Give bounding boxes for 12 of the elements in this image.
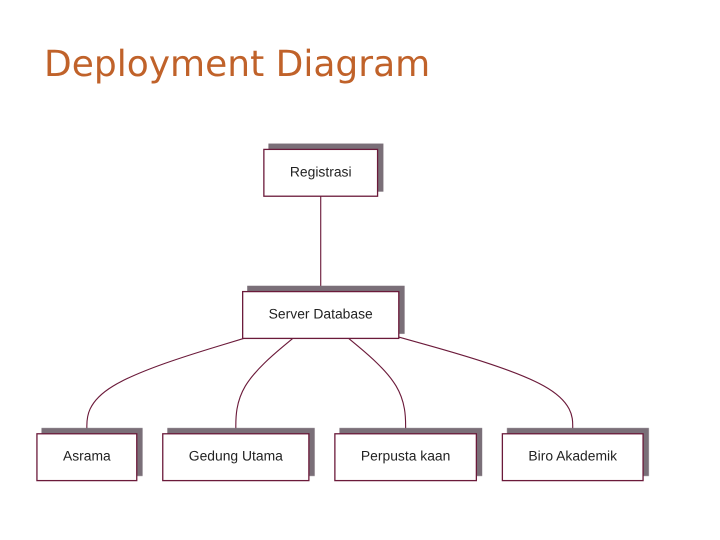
connector (398, 336, 574, 434)
connector (235, 338, 294, 434)
node-box: Perpusta kaan (334, 433, 478, 482)
node-box: Server Database (242, 290, 400, 340)
diagram-title: Deployment Diagram (44, 44, 430, 85)
connector (348, 338, 406, 434)
node-box: Asrama (36, 433, 138, 482)
connector (320, 196, 322, 292)
node-box: Registrasi (263, 148, 378, 197)
node-box: Biro Akademik (502, 433, 644, 482)
connector (86, 338, 244, 434)
node-box: Gedung Utama (162, 433, 310, 482)
